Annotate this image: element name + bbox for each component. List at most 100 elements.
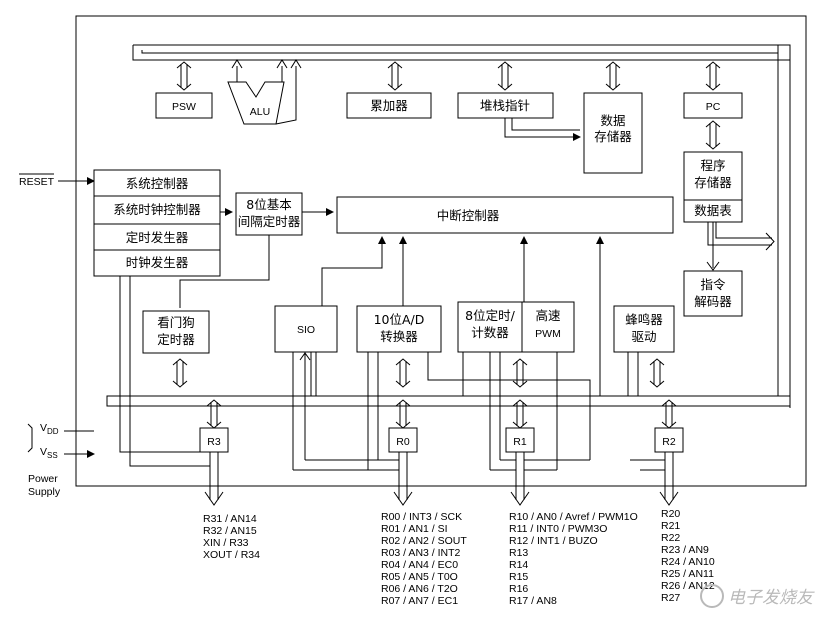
clock-generator-label: 时钟发生器 <box>126 255 189 270</box>
instruction-decoder-block: 指令 解码器 <box>683 270 743 317</box>
port-wiring <box>200 451 665 471</box>
watermark-logo-icon <box>700 584 724 608</box>
watchdog-label-1: 看门狗 <box>157 315 195 330</box>
pins-r2: R20 R21 R22 R23 / AN9 R24 / AN10 R25 / A… <box>661 508 715 604</box>
accumulator-block: 累加器 <box>346 61 432 119</box>
vdd-label: VDD <box>40 422 59 436</box>
port-r0: R0 <box>388 399 418 506</box>
timing-generator-label: 定时发生器 <box>126 230 189 245</box>
adc-label-1: 10位A/D <box>374 312 425 327</box>
data-table-label: 数据表 <box>694 203 732 218</box>
psw-block: PSW <box>155 61 213 119</box>
system-controller-label: 系统控制器 <box>126 176 189 191</box>
internal-data-bus-top <box>132 44 791 408</box>
data-memory-block: 数据 存储器 <box>583 61 643 174</box>
buzzer-label-2: 驱动 <box>631 329 656 344</box>
alu-label: ALU <box>250 106 270 118</box>
basic-timer-label-2: 间隔定时器 <box>238 214 301 229</box>
pin-r0-4: R04 / AN4 / EC0 <box>381 559 458 571</box>
buzzer-driver-block: 蜂鸣器 驱动 <box>613 305 675 396</box>
watchdog-timer-block: 看门狗 定时器 <box>142 310 210 388</box>
adc-block: 10位A/D 转换器 <box>356 305 591 470</box>
pin-r3-0: R31 / AN14 <box>203 513 257 525</box>
pin-r2-2: R22 <box>661 532 680 544</box>
pin-r0-5: R05 / AN5 / T0O <box>381 571 458 583</box>
pin-r1-4: R14 <box>509 559 528 571</box>
adc-label-2: 转换器 <box>380 329 418 344</box>
watermark-text: 电子发烧友 <box>728 588 815 608</box>
pin-r2-3: R23 / AN9 <box>661 544 709 556</box>
watermark: 电子发烧友 <box>700 584 815 608</box>
pin-r0-0: R00 / INT3 / SCK <box>381 511 462 523</box>
stack-pointer-block: 堆栈指针 <box>457 61 581 141</box>
buzzer-label-1: 蜂鸣器 <box>625 312 663 327</box>
pin-r0-2: R02 / AN2 / SOUT <box>381 535 467 547</box>
vss-label: VSS <box>40 446 58 460</box>
pin-r1-2: R12 / INT1 / BUZO <box>509 535 598 547</box>
pins-r0: R00 / INT3 / SCK R01 / AN1 / SI R02 / AN… <box>381 511 467 607</box>
pin-r1-1: R11 / INT0 / PWM3O <box>509 523 607 535</box>
port-r1: R1 <box>505 399 535 506</box>
pin-r0-7: R07 / AN7 / EC1 <box>381 595 458 607</box>
power-supply: VDD VSS Power Supply <box>27 422 94 498</box>
system-controller-group: 系统控制器 系统时钟控制器 定时发生器 时钟发生器 <box>93 169 233 467</box>
port-r0-label: R0 <box>396 436 410 448</box>
timer-label-1: 8位定时/ <box>465 308 515 323</box>
pwm-label-1: 高速 <box>535 308 561 323</box>
basic-interval-timer-block: 8位基本 间隔定时器 <box>179 192 334 308</box>
pin-r0-6: R06 / AN6 / T2O <box>381 583 458 595</box>
program-memory-label-1: 程序 <box>700 158 725 173</box>
timer-pwm-block: 8位定时/ 计数器 高速 PWM <box>457 301 575 470</box>
pin-r1-6: R16 <box>509 583 528 595</box>
instruction-decoder-label-2: 解码器 <box>694 294 732 309</box>
pin-r0-1: R01 / AN1 / SI <box>381 523 448 535</box>
reset-input: RESET <box>19 173 95 188</box>
data-memory-label-2: 存储器 <box>594 129 632 144</box>
port-r2-label: R2 <box>662 436 676 448</box>
pin-r2-4: R24 / AN10 <box>661 556 715 568</box>
timer-label-2: 计数器 <box>471 325 509 340</box>
power-supply-label-1: Power <box>28 473 58 485</box>
accumulator-label: 累加器 <box>370 98 408 113</box>
port-r2: R2 <box>654 399 684 506</box>
pc-label: PC <box>706 101 721 113</box>
interrupt-controller-label: 中断控制器 <box>437 208 500 223</box>
reset-label: RESET <box>19 176 55 188</box>
interrupt-controller-block: 中断控制器 <box>321 196 674 396</box>
pin-r1-0: R10 / AN0 / Avref / PWM1O <box>509 511 638 523</box>
stack-pointer-label: 堆栈指针 <box>480 98 530 113</box>
program-memory-label-2: 存储器 <box>694 175 732 190</box>
pin-r2-0: R20 <box>661 508 680 520</box>
watchdog-label-2: 定时器 <box>157 332 195 347</box>
pins-r1: R10 / AN0 / Avref / PWM1O R11 / INT0 / P… <box>509 511 638 607</box>
data-memory-label-1: 数据 <box>600 113 625 128</box>
system-clock-controller-label: 系统时钟控制器 <box>113 202 201 217</box>
pc-block: PC <box>683 61 743 150</box>
internal-data-bus-bottom <box>106 395 791 407</box>
sio-label: SIO <box>297 324 315 336</box>
pin-r2-5: R25 / AN11 <box>661 568 714 580</box>
pin-r3-2: XIN / R33 <box>203 537 249 549</box>
pin-r0-3: R03 / AN3 / INT2 <box>381 547 461 559</box>
pin-r3-3: XOUT / R34 <box>203 549 260 561</box>
alu-block: ALU <box>227 59 302 125</box>
pin-r2-6: R26 / AN12 <box>661 580 715 592</box>
port-r3-label: R3 <box>207 436 221 448</box>
pin-r2-7: R27 <box>661 592 680 604</box>
pin-r1-5: R15 <box>509 571 528 583</box>
pin-r2-1: R21 <box>661 520 680 532</box>
pin-r1-7: R17 / AN8 <box>509 595 557 607</box>
power-supply-label-2: Supply <box>28 486 61 498</box>
instruction-decoder-label-1: 指令 <box>700 277 726 292</box>
pwm-label-2: PWM <box>535 328 561 340</box>
pin-r1-3: R13 <box>509 547 528 559</box>
port-r3: R3 <box>199 399 229 506</box>
psw-label: PSW <box>172 101 196 113</box>
program-memory-block: 程序 存储器 数据表 <box>683 151 775 271</box>
port-r1-label: R1 <box>513 436 527 448</box>
pin-r3-1: R32 / AN15 <box>203 525 257 537</box>
basic-timer-label-1: 8位基本 <box>246 197 292 212</box>
pins-r3: R31 / AN14 R32 / AN15 XIN / R33 XOUT / R… <box>203 513 260 561</box>
sio-block: SIO <box>274 305 338 470</box>
